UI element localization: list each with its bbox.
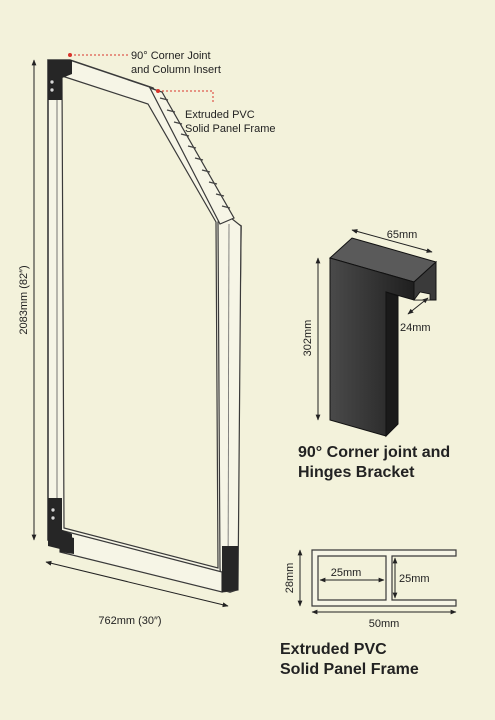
- rail-hatching: [159, 97, 231, 209]
- bracket-side-face: [385, 291, 399, 438]
- door-height-label: 2083mm (82″): [18, 265, 30, 334]
- profile-height-label: 28mm: [284, 563, 296, 594]
- bracket-height-label: 302mm: [302, 320, 314, 357]
- corner-joint-leader-dot: [68, 53, 72, 57]
- corner-bracket: [328, 237, 438, 438]
- pvc-profile-section: [311, 549, 457, 607]
- pvc-frame-annotation-line2: Solid Panel Frame: [185, 123, 276, 135]
- bracket-width-label: 65mm: [387, 229, 418, 241]
- column-edge-line: [227, 223, 230, 591]
- right-column: [217, 217, 242, 593]
- bracket-width-dimension-line: [351, 229, 433, 253]
- profile-caption-line2: Solid Panel Frame: [280, 661, 419, 678]
- corner-joint-bottom-right: [222, 546, 238, 592]
- corner-joint-annotation-line2: and Column Insert: [131, 64, 221, 76]
- hinge-screws: [49, 79, 56, 521]
- profile-outline: [311, 549, 457, 607]
- pvc-frame-annotation-line1: Extruded PVC: [185, 109, 255, 121]
- pvc-frame-leader-dot: [156, 89, 160, 93]
- profile-inner-height-label: 25mm: [399, 573, 430, 585]
- corner-joint-bottom-mid: [60, 534, 74, 554]
- bracket-front-face: [329, 257, 415, 437]
- bracket-depth-label: 24mm: [400, 322, 431, 334]
- bracket-depth-dimension-line: [407, 297, 429, 315]
- profile-width-label: 50mm: [369, 618, 400, 630]
- bracket-end-face: [413, 260, 437, 301]
- door-frame-inner: [61, 75, 219, 569]
- corner-joint-annotation-line1: 90° Corner Joint: [131, 50, 211, 62]
- profile-caption-line1: Extruded PVC: [280, 641, 387, 658]
- door-frame: [47, 59, 242, 593]
- door-width-label: 762mm (30″): [98, 615, 161, 627]
- profile-inner-width-label: 25mm: [331, 567, 362, 579]
- door-width-dimension-line: [45, 560, 229, 608]
- bracket-caption-line1: 90° Corner joint and: [298, 444, 450, 461]
- bracket-caption-line2: Hinges Bracket: [298, 464, 415, 481]
